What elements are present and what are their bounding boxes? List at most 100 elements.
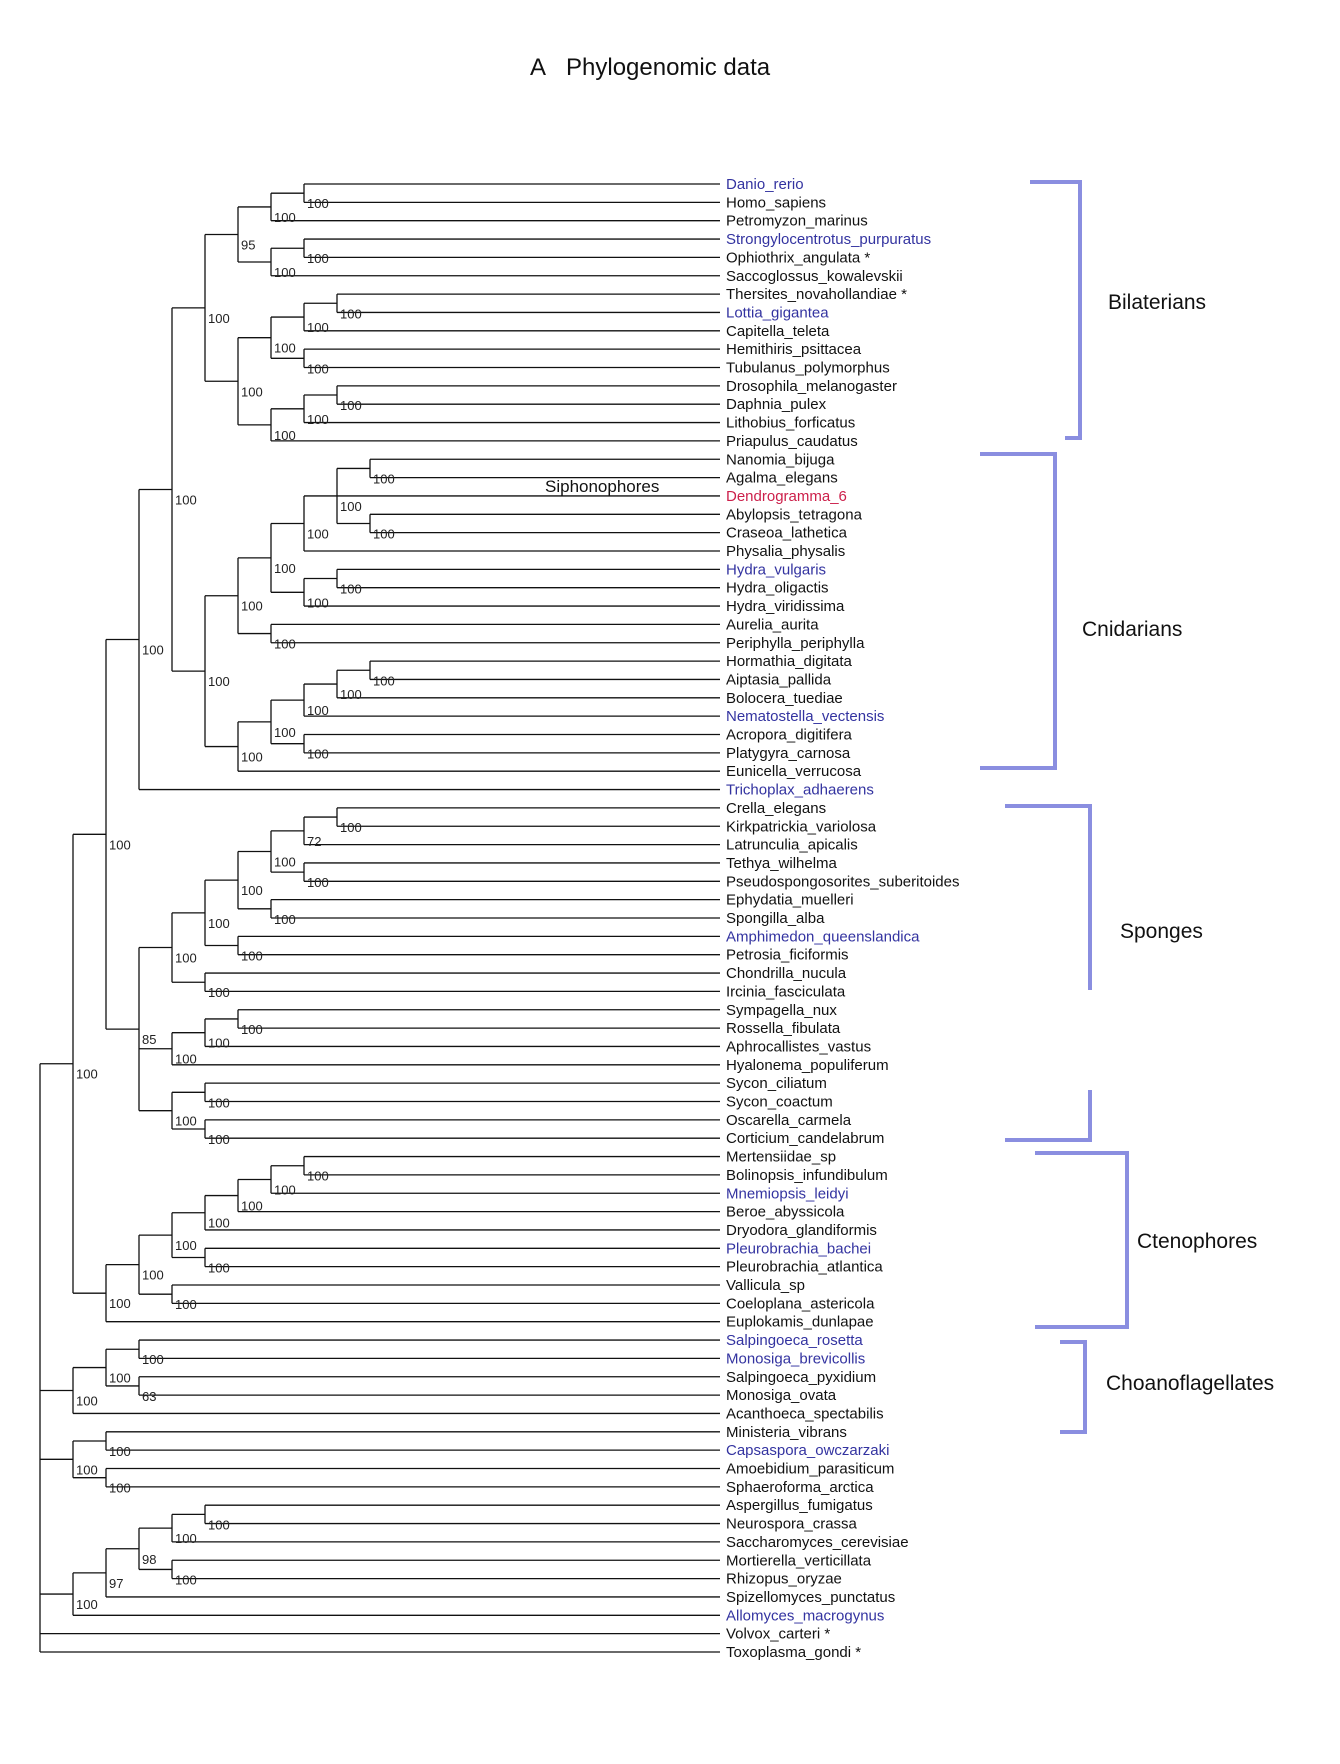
taxon-label-salpingoeca-rosetta: Salpingoeca_rosetta [726, 1332, 863, 1349]
bootstrap-value: 72 [307, 834, 321, 849]
bootstrap-value: 100 [340, 820, 362, 835]
taxon-label-ircinia-fasciculata: Ircinia_fasciculata [726, 983, 846, 1000]
bootstrap-value: 100 [274, 854, 296, 869]
taxon-label-monosiga-ovata: Monosiga_ovata [726, 1387, 837, 1404]
bootstrap-value: 100 [307, 320, 329, 335]
taxon-label-sympagella-nux: Sympagella_nux [726, 1002, 837, 1019]
taxon-label-ephydatia-muelleri: Ephydatia_muelleri [726, 892, 854, 909]
bootstrap-value: 100 [307, 703, 329, 718]
bootstrap-value: 100 [241, 1199, 263, 1214]
bootstrap-value: 100 [307, 412, 329, 427]
taxon-label-latrunculia-apicalis: Latrunculia_apicalis [726, 837, 858, 854]
panel-label: A [530, 54, 546, 81]
bootstrap-value: 100 [175, 1572, 197, 1587]
bilaterians-bracket [1030, 180, 1082, 440]
ctenophores-bracket [1035, 1151, 1129, 1329]
bootstrap-value: 100 [274, 725, 296, 740]
taxon-label-ministeria-vibrans: Ministeria_vibrans [726, 1424, 847, 1441]
cnidarians-bracket [980, 452, 1057, 770]
taxon-label-euplokamis-dunlapae: Euplokamis_dunlapae [726, 1314, 874, 1331]
taxon-label-beroe-abyssicola: Beroe_abyssicola [726, 1204, 845, 1221]
bootstrap-value: 100 [307, 1169, 329, 1184]
taxon-label-volvox-carteri: Volvox_carteri * [726, 1626, 830, 1643]
figure-title: Phylogenomic data [566, 54, 771, 81]
taxon-label-thersites-novahollandiae: Thersites_novahollandiae * [726, 286, 907, 303]
bootstrap-value: 100 [175, 951, 197, 966]
taxon-label-petrosia-ficiformis: Petrosia_ficiformis [726, 947, 849, 964]
bootstrap-value: 100 [307, 526, 329, 541]
bootstrap-value: 100 [208, 1095, 230, 1110]
taxon-label-hemithiris-psittacea: Hemithiris_psittacea [726, 341, 862, 358]
taxon-label-hyalonema-populiferum: Hyalonema_populiferum [726, 1057, 889, 1074]
bootstrap-value: 95 [241, 237, 255, 252]
bootstrap-value: 100 [307, 747, 329, 762]
bootstrap-value: 100 [373, 526, 395, 541]
bootstrap-value: 85 [142, 1032, 156, 1047]
bootstrap-value: 100 [76, 1462, 98, 1477]
bootstrap-value: 100 [208, 1517, 230, 1532]
group-label-cnidarians: Cnidarians [1082, 618, 1182, 641]
taxon-label-neurospora-crassa: Neurospora_crassa [726, 1516, 858, 1533]
siphonophores-label: Siphonophores [545, 477, 659, 496]
bootstrap-value: 100 [208, 985, 230, 1000]
bootstrap-value: 100 [274, 1182, 296, 1197]
taxon-label-aspergillus-fumigatus: Aspergillus_fumigatus [726, 1497, 873, 1514]
taxon-label-bolocera-tuediae: Bolocera_tuediae [726, 690, 843, 707]
taxon-label-ophiothrix-angulata: Ophiothrix_angulata * [726, 249, 870, 266]
taxon-label-lottia-gigantea: Lottia_gigantea [726, 304, 829, 321]
taxon-label-pleurobrachia-bachei: Pleurobrachia_bachei [726, 1240, 871, 1257]
taxon-label-sycon-ciliatum: Sycon_ciliatum [726, 1075, 827, 1092]
bootstrap-value: 100 [208, 916, 230, 931]
bootstrap-value: 100 [241, 750, 263, 765]
bootstrap-value: 100 [208, 1036, 230, 1051]
tree-branches [39, 183, 720, 1653]
bootstrap-value: 100 [109, 1371, 131, 1386]
bootstrap-value: 100 [76, 1067, 98, 1082]
taxon-label-aphrocallistes-vastus: Aphrocallistes_vastus [726, 1038, 871, 1055]
bootstrap-value: 100 [208, 1216, 230, 1231]
bootstrap-value: 100 [373, 673, 395, 688]
taxon-label-physalia-physalis: Physalia_physalis [726, 543, 845, 560]
group-brackets [980, 180, 1129, 1434]
bootstrap-value: 100 [109, 1444, 131, 1459]
bootstrap-value: 98 [142, 1552, 156, 1567]
bootstrap-value: 100 [307, 361, 329, 376]
taxon-label-spongilla-alba: Spongilla_alba [726, 910, 825, 927]
taxon-label-platygyra-carnosa: Platygyra_carnosa [726, 745, 851, 762]
bootstrap-value: 100 [208, 1260, 230, 1275]
bootstrap-value: 100 [76, 1597, 98, 1612]
taxon-label-homo-sapiens: Homo_sapiens [726, 194, 826, 211]
bootstrap-value: 100 [274, 341, 296, 356]
taxon-label-spizellomyces-punctatus: Spizellomyces_punctatus [726, 1589, 895, 1606]
bootstrap-value: 100 [208, 674, 230, 689]
bootstrap-value: 100 [175, 1114, 197, 1129]
taxon-label-drosophila-melanogaster: Drosophila_melanogaster [726, 378, 897, 395]
taxon-label-sphaeroforma-arctica: Sphaeroforma_arctica [726, 1479, 874, 1496]
taxon-label-saccharomyces-cerevisiae: Saccharomyces_cerevisiae [726, 1534, 909, 1551]
taxon-label-petromyzon-marinus: Petromyzon_marinus [726, 213, 868, 230]
bootstrap-value: 100 [208, 1132, 230, 1147]
taxon-label-amoebidium-parasiticum: Amoebidium_parasiticum [726, 1461, 894, 1478]
bootstrap-value: 100 [109, 1481, 131, 1496]
bootstrap-value: 100 [307, 875, 329, 890]
taxon-label-trichoplax-adhaerens: Trichoplax_adhaerens [726, 782, 874, 799]
group-label-ctenophores: Ctenophores [1137, 1230, 1257, 1253]
taxon-label-hormathia-digitata: Hormathia_digitata [726, 653, 853, 670]
taxon-label-salpingoeca-pyxidium: Salpingoeca_pyxidium [726, 1369, 876, 1386]
sponges-bracket-top [1005, 804, 1092, 990]
taxon-label-mortierella-verticillata: Mortierella_verticillata [726, 1552, 872, 1569]
taxon-label-aurelia-aurita: Aurelia_aurita [726, 616, 819, 633]
bootstrap-value: 100 [274, 637, 296, 652]
taxon-label-priapulus-caudatus: Priapulus_caudatus [726, 433, 858, 450]
bootstrap-value: 100 [340, 582, 362, 597]
taxon-label-crella-elegans: Crella_elegans [726, 800, 826, 817]
taxon-label-vallicula-sp: Vallicula_sp [726, 1277, 805, 1294]
taxon-label-hydra-vulgaris: Hydra_vulgaris [726, 561, 826, 578]
taxon-label-hydra-viridissima: Hydra_viridissima [726, 598, 845, 615]
bootstrap-value: 100 [142, 643, 164, 658]
bootstrap-value: 100 [274, 912, 296, 927]
bootstrap-value: 100 [76, 1394, 98, 1409]
bootstrap-value: 100 [241, 384, 263, 399]
taxon-label-rossella-fibulata: Rossella_fibulata [726, 1020, 841, 1037]
taxon-label-aiptasia-pallida: Aiptasia_pallida [726, 671, 832, 688]
